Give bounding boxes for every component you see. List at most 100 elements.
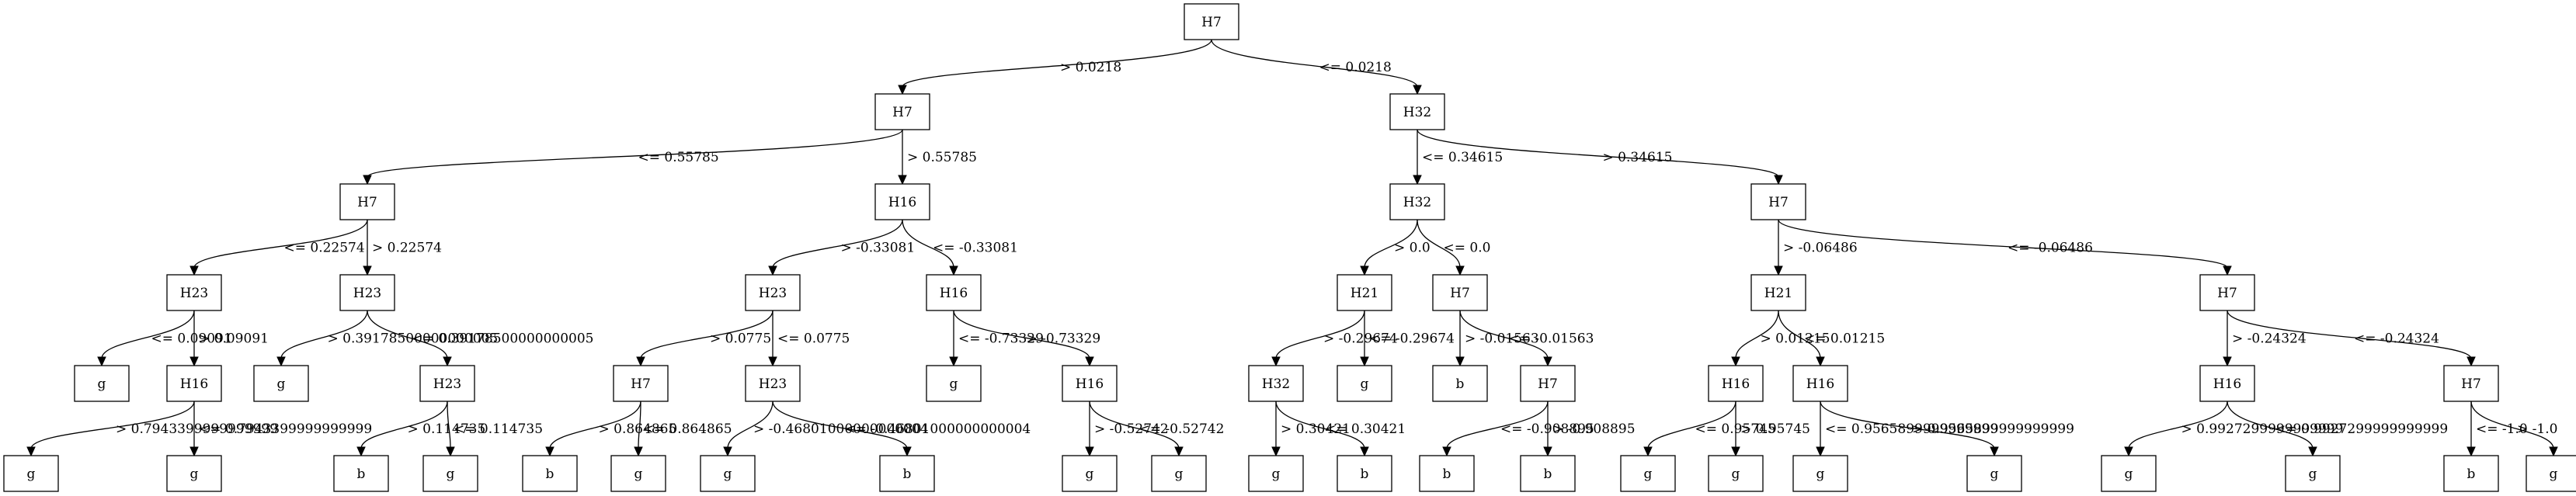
tree-edge: <= 0.22574 xyxy=(189,219,368,276)
node-label: H16 xyxy=(1076,376,1104,392)
edge-label: <= 0.09091 xyxy=(151,331,232,347)
tree-edge: <= 0.34615 xyxy=(1413,130,1503,186)
edge-line xyxy=(953,310,1090,359)
split-node: H16 xyxy=(926,274,982,311)
node-label: H32 xyxy=(1262,376,1290,392)
node-box xyxy=(1750,274,1806,311)
tree-edge: > -0.01563 xyxy=(1455,310,1539,367)
edge-line xyxy=(367,310,448,359)
node-label: g xyxy=(634,467,643,482)
node-label: b xyxy=(1361,467,1369,482)
edge-line xyxy=(1647,401,1736,449)
edge-line xyxy=(1778,310,1821,359)
tree-edge: > 0.864865 xyxy=(545,401,676,457)
arrowhead-icon xyxy=(1174,446,1184,457)
edge-line xyxy=(1275,401,1365,449)
arrowhead-icon xyxy=(446,446,455,457)
edge-label: > -0.52742 xyxy=(1094,421,1169,437)
arrowhead-icon xyxy=(898,175,907,186)
edge-line xyxy=(193,219,368,269)
node-label: H7 xyxy=(1201,15,1222,30)
node-box xyxy=(926,274,982,311)
edge-line xyxy=(280,310,368,359)
tree-edge: <= -0.52742 xyxy=(1089,401,1224,457)
arrowhead-icon xyxy=(2124,446,2133,457)
split-node: H16 xyxy=(874,183,930,220)
arrowhead-icon xyxy=(189,446,199,457)
node-label: b xyxy=(1443,467,1451,482)
arrowhead-icon xyxy=(2466,356,2476,367)
split-node: H16 xyxy=(2199,365,2255,402)
edge-label: <= -0.24324 xyxy=(2354,331,2439,347)
node-label: g xyxy=(1816,467,1825,482)
node-box xyxy=(522,455,578,492)
arrowhead-icon xyxy=(1413,175,1422,186)
split-node: H16 xyxy=(166,365,222,402)
edge-label: <= 0.0218 xyxy=(1319,60,1392,75)
node-label: H7 xyxy=(1538,376,1558,392)
arrowhead-icon xyxy=(2549,446,2558,457)
leaf-node: g xyxy=(166,455,222,492)
split-node: H7 xyxy=(1750,183,1806,220)
arrowhead-icon xyxy=(1413,85,1422,95)
node-box xyxy=(1337,274,1392,311)
node-box xyxy=(166,455,222,492)
node-box xyxy=(1620,455,1676,492)
node-label: H32 xyxy=(1403,105,1431,120)
arrowhead-icon xyxy=(634,446,643,457)
arrowhead-icon xyxy=(636,356,645,367)
node-label: g xyxy=(1644,467,1653,482)
node-box xyxy=(1520,455,1576,492)
arrowhead-icon xyxy=(1731,446,1740,457)
node-box xyxy=(253,365,309,402)
node-box xyxy=(926,365,982,402)
split-node: H7 xyxy=(613,365,669,402)
tree-edge: <= 0.114735 xyxy=(446,401,543,457)
edge-line xyxy=(1417,129,1779,178)
node-label: H16 xyxy=(1806,376,1834,392)
node-box xyxy=(1337,365,1392,402)
node-box xyxy=(745,274,801,311)
node-label: H16 xyxy=(1722,376,1750,392)
leaf-node: b xyxy=(522,455,578,492)
edge-line xyxy=(1459,310,1549,359)
edge-line xyxy=(1089,401,1180,449)
node-label: H23 xyxy=(180,286,208,301)
edge-line xyxy=(1275,310,1365,359)
tree-edge: > 0.9927299999999999 xyxy=(2124,401,2343,457)
node-box xyxy=(610,455,666,492)
edge-label: > 0.22574 xyxy=(372,241,442,256)
node-box xyxy=(339,274,395,311)
arrowhead-icon xyxy=(898,85,907,95)
arrowhead-icon xyxy=(768,356,777,367)
tree-edge: <= 0.09091 xyxy=(97,310,232,367)
edge-line xyxy=(1446,401,1549,449)
node-label: g xyxy=(2125,467,2133,482)
edge-label: > -0.29674 xyxy=(1323,331,1398,347)
tree-edge: > -1.0 xyxy=(2470,401,2558,457)
node-box xyxy=(419,365,475,402)
node-label: H23 xyxy=(759,286,787,301)
arrowhead-icon xyxy=(363,265,372,276)
edge-line xyxy=(902,39,1212,88)
split-node: H23 xyxy=(419,365,475,402)
edge-label: > 0.34615 xyxy=(1603,150,1673,165)
node-box xyxy=(1184,3,1239,40)
tree-edge: > 0.30421 xyxy=(1271,401,1351,457)
tree-edge: <= 0.01215 xyxy=(1778,310,1885,367)
arrowhead-icon xyxy=(1455,265,1465,276)
leaf-node: b xyxy=(1432,365,1488,402)
node-box xyxy=(422,455,478,492)
node-box xyxy=(1750,183,1806,220)
node-label: H7 xyxy=(2461,376,2481,392)
edge-label: > -0.33081 xyxy=(841,241,916,256)
arrowhead-icon xyxy=(1271,356,1281,367)
leaf-node: g xyxy=(2285,455,2341,492)
tree-edge: <= -0.06486 xyxy=(1778,219,2232,276)
arrowhead-icon xyxy=(189,265,199,276)
split-node: H7 xyxy=(2199,274,2255,311)
split-node: H16 xyxy=(1708,365,1764,402)
tree-edge: > 0.95745 xyxy=(1731,401,1810,457)
leaf-node: g xyxy=(700,455,756,492)
node-box xyxy=(1708,365,1764,402)
